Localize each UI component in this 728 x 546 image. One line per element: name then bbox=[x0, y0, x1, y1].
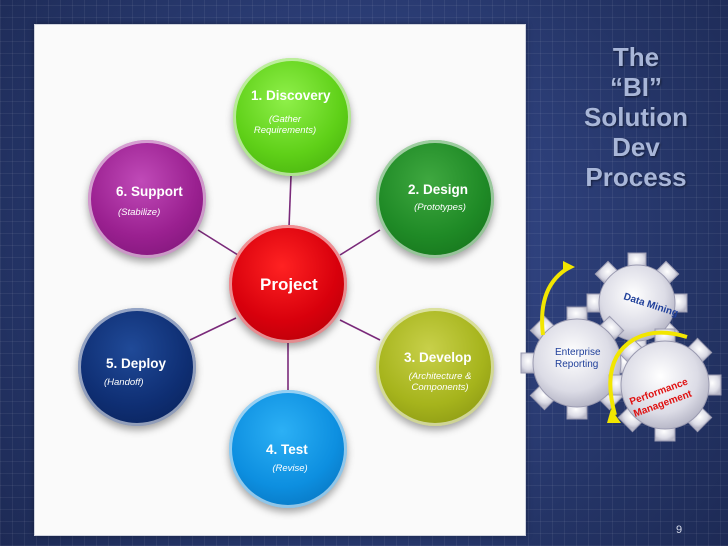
discovery-node[interactable]: 1. Discovery (Gather Requirements) bbox=[233, 58, 351, 176]
discovery-subtitle-1: (Gather bbox=[268, 114, 302, 125]
support-subtitle: (Stabilize) bbox=[118, 207, 161, 218]
page-number: 9 bbox=[676, 524, 683, 536]
project-label: Project bbox=[260, 275, 318, 294]
develop-title: 3. Develop bbox=[404, 350, 472, 365]
label-reporting: Reporting bbox=[555, 359, 598, 370]
connector-design bbox=[339, 229, 381, 256]
title-line-2: “BI” bbox=[610, 72, 662, 102]
deploy-node[interactable]: 5. Deploy (Handoff) bbox=[78, 308, 196, 426]
arrow-head-bottom-icon bbox=[607, 409, 621, 423]
slide-title: The “BI” Solution Dev Process bbox=[552, 42, 720, 192]
title-line-4: Dev bbox=[612, 132, 660, 162]
gear-enterprise-reporting bbox=[520, 306, 634, 420]
support-title: 6. Support bbox=[116, 184, 183, 199]
title-line-1: The bbox=[612, 42, 660, 72]
develop-node[interactable]: 3. Develop (Architecture & Components) bbox=[376, 308, 494, 426]
gear-performance-management bbox=[608, 328, 722, 442]
design-subtitle: (Prototypes) bbox=[414, 202, 466, 213]
connector-support bbox=[197, 229, 239, 256]
test-node[interactable]: 4. Test (Revise) bbox=[229, 390, 347, 508]
design-node[interactable]: 2. Design (Prototypes) bbox=[376, 140, 494, 258]
discovery-title: 1. Discovery bbox=[251, 88, 331, 103]
connector-develop bbox=[339, 319, 381, 341]
develop-subtitle-1: (Architecture & bbox=[408, 371, 472, 382]
test-title: 4. Test bbox=[266, 442, 308, 457]
develop-subtitle-2: Components) bbox=[411, 382, 469, 393]
test-subtitle: (Revise) bbox=[272, 463, 308, 474]
project-node[interactable]: Project bbox=[229, 225, 347, 343]
connector-deploy bbox=[189, 317, 237, 341]
discovery-subtitle-2: Requirements) bbox=[253, 125, 317, 136]
design-title: 2. Design bbox=[408, 182, 469, 197]
arrow-head-left-icon bbox=[563, 261, 575, 273]
title-line-5: Process bbox=[585, 162, 687, 192]
deploy-title: 5. Deploy bbox=[106, 356, 167, 371]
connector-discovery bbox=[288, 175, 292, 228]
label-enterprise: Enterprise bbox=[555, 347, 601, 358]
gears-illustration: Data Mining Enterprise Reporting Perform… bbox=[520, 252, 722, 442]
deploy-subtitle: (Handoff) bbox=[104, 377, 144, 388]
support-node[interactable]: 6. Support (Stabilize) bbox=[88, 140, 206, 258]
title-line-3: Solution bbox=[584, 102, 688, 132]
arrow-yellow-right bbox=[608, 330, 688, 416]
